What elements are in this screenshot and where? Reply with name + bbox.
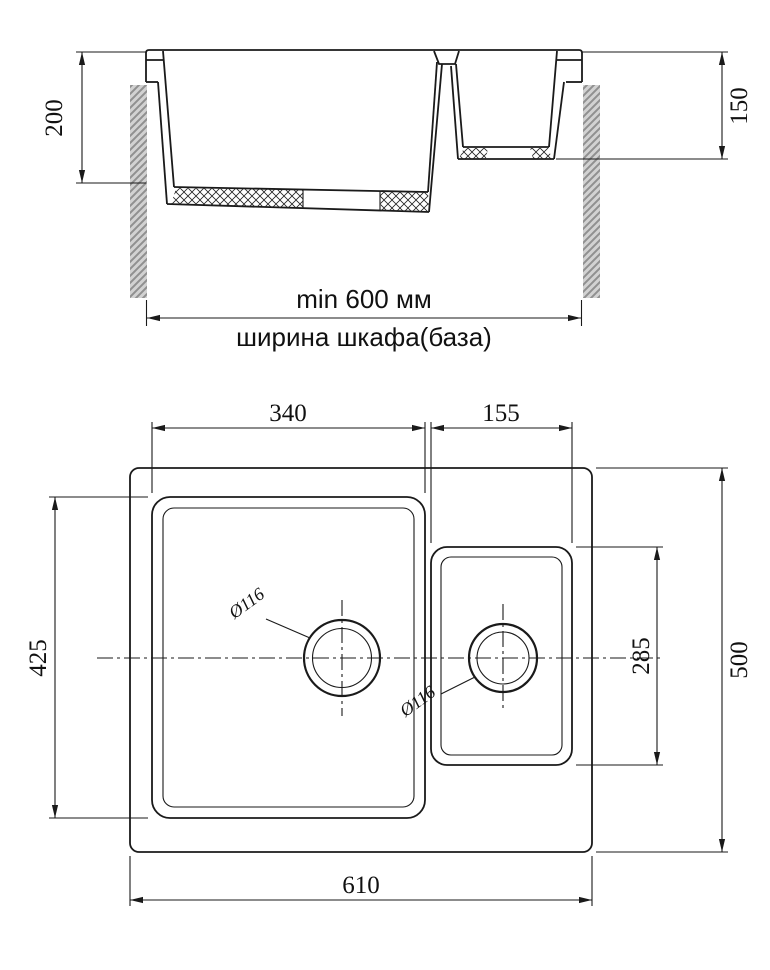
cabinet-min-width-label: min 600 мм — [296, 284, 431, 314]
large-bowl-right-wall-inner — [427, 61, 438, 193]
dim-small-bowl-width-label: 155 — [482, 400, 520, 427]
cabinet-wall-left — [130, 85, 147, 298]
small-bowl-left-wall-inner — [455, 63, 464, 148]
dim-depth-large-label: 200 — [41, 99, 68, 137]
dim-overall-length: 500 — [596, 467, 753, 853]
section-view: 200 150 min 600 мм ширина шкафа(база) — [41, 49, 753, 352]
hatch-small-bowl-left — [459, 148, 488, 159]
cabinet-wall-right — [583, 85, 600, 298]
sink-outer-outline — [129, 467, 593, 853]
callout-small-drain: Ø116 — [395, 676, 476, 721]
dim-overall-width-label: 610 — [342, 872, 380, 899]
large-drain-diameter-label: Ø116 — [224, 584, 268, 623]
small-bowl-inner-edge — [440, 556, 563, 756]
plan-view: Ø116 Ø116 340 155 425 — [25, 400, 753, 906]
dim-depth-small-label: 150 — [726, 87, 753, 125]
bowl-divider — [433, 50, 460, 65]
sink-section-profile — [145, 49, 583, 213]
small-drain-diameter-label: Ø116 — [395, 682, 439, 721]
section-crosshatch — [171, 148, 552, 212]
dim-large-bowl-width-label: 340 — [269, 400, 307, 427]
dim-large-bowl-length-label: 425 — [25, 639, 52, 677]
large-bowl-left-wall-outer — [157, 81, 168, 205]
hatch-large-bowl-left — [171, 188, 303, 208]
dim-small-bowl-length-label: 285 — [628, 637, 655, 675]
small-bowl-left-wall-outer — [450, 65, 459, 160]
leader-line — [265, 618, 311, 639]
dim-small-bowl-width: 155 — [430, 400, 573, 543]
dim-large-bowl-width: 340 — [151, 400, 426, 493]
cabinet-width-caption: ширина шкафа(база) — [236, 322, 492, 352]
dim-overall-width: 610 — [129, 856, 593, 906]
dim-depth-large-bowl: 200 — [41, 51, 146, 184]
large-bowl-left-wall-inner — [162, 50, 175, 188]
dim-large-bowl-length: 425 — [25, 496, 148, 819]
dim-cabinet-width: min 600 мм ширина шкафа(база) — [145, 284, 583, 352]
hatch-small-bowl-right — [530, 148, 552, 159]
sink-rim-outline — [145, 49, 583, 82]
leader-line — [440, 676, 476, 695]
callout-large-drain: Ø116 — [224, 584, 311, 639]
small-bowl-rim — [430, 546, 573, 766]
small-bowl-right-wall-outer — [553, 81, 565, 160]
dim-depth-small-bowl: 150 — [556, 51, 753, 160]
large-bowl-bottom-inner — [173, 186, 429, 193]
dim-small-bowl-length: 285 — [576, 546, 663, 766]
hatch-large-bowl-right — [380, 191, 429, 212]
dim-overall-length-label: 500 — [726, 641, 753, 679]
small-bowl-right-wall-inner — [548, 50, 558, 148]
large-bowl-right-wall-outer — [428, 63, 443, 213]
